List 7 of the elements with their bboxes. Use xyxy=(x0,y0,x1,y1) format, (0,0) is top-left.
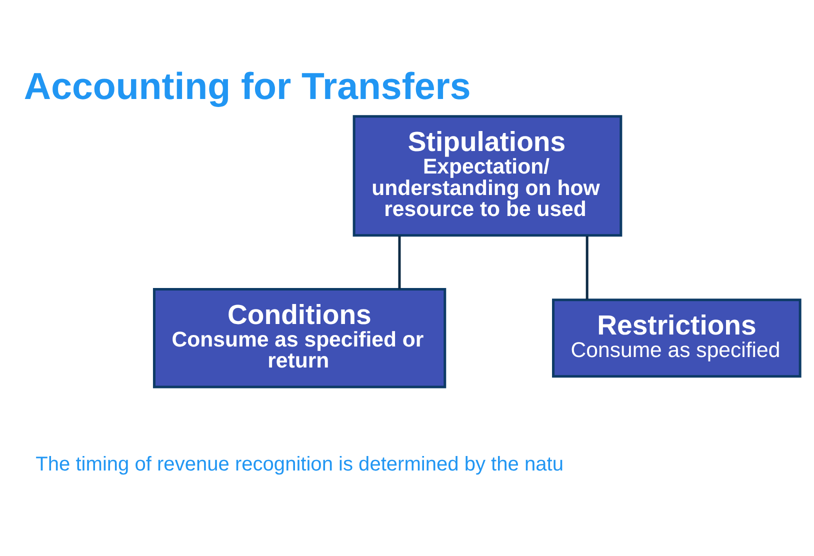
diagram-title: Accounting for Transfers xyxy=(24,64,471,107)
connector xyxy=(586,236,588,300)
label: The timing of revenue recognition is determined by the natu xyxy=(36,454,564,476)
node-box: Stipulations Expectation/ understanding on how resource to be used xyxy=(352,115,622,237)
node-box: Restrictions Consume as specified xyxy=(552,298,802,378)
connector xyxy=(398,236,401,290)
node-box: Conditions Consume as specified or return xyxy=(152,288,446,388)
